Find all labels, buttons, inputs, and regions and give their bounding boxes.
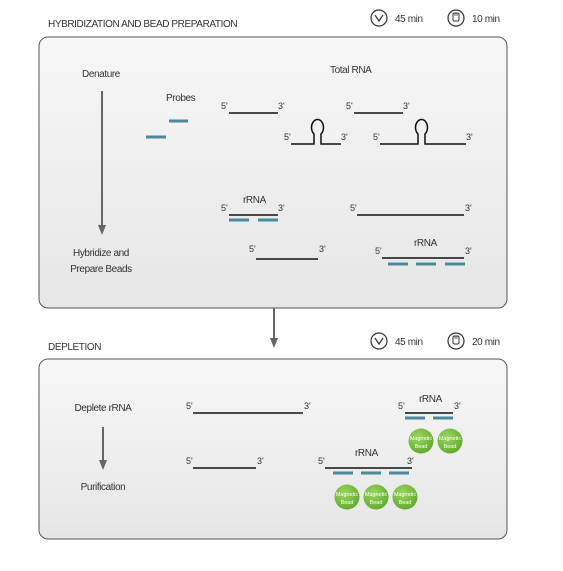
five-prime-label: 5' xyxy=(350,203,357,213)
three-prime-label: 3' xyxy=(278,101,285,111)
step-purification: Purification xyxy=(81,482,126,493)
five-prime-label: 5' xyxy=(284,132,291,142)
three-prime-label: 3' xyxy=(341,132,348,142)
three-prime-label: 3' xyxy=(257,456,264,466)
section-title-hybridization: HYBRIDIZATION AND BEAD PREPARATION xyxy=(48,19,237,30)
step-hybridize-line1: Hybridize and xyxy=(73,248,129,259)
probes-label: Probes xyxy=(166,93,196,104)
three-prime-label: 3' xyxy=(465,203,472,213)
five-prime-label: 5' xyxy=(221,203,228,213)
magnetic-bead: Magnetic Bead xyxy=(408,428,434,454)
rna-stem-loop xyxy=(291,118,341,145)
five-prime-label: 5' xyxy=(318,456,325,466)
clock-icon-45 xyxy=(370,9,388,27)
rrna-label: rRNA xyxy=(419,394,443,405)
three-prime-label: 3' xyxy=(407,456,414,466)
section-title-depletion: DEPLETION xyxy=(48,342,101,353)
rrna-label: rRNA xyxy=(243,195,267,206)
bead-label-line2: Bead xyxy=(341,500,354,506)
five-prime-label: 5' xyxy=(186,401,193,411)
five-prime-label: 5' xyxy=(373,132,380,142)
magnetic-bead: Magnetic Bead xyxy=(334,484,360,510)
bead-label-line2: Bead xyxy=(399,500,412,506)
three-prime-label: 3' xyxy=(304,401,311,411)
bead-label-line1: Magnetic xyxy=(336,492,359,498)
bead-label-line1: Magnetic xyxy=(365,492,388,498)
panel-connector-arrow xyxy=(270,308,278,348)
five-prime-label: 5' xyxy=(375,246,382,256)
hand-icon xyxy=(447,332,465,350)
clock-icon-45 xyxy=(370,332,388,350)
five-prime-label: 5' xyxy=(398,401,405,411)
three-prime-label: 3' xyxy=(454,401,461,411)
time-label-10min: 10 min xyxy=(472,14,500,25)
five-prime-label: 5' xyxy=(186,456,193,466)
time-label-45min: 45 min xyxy=(395,337,423,348)
time-label-20min: 20 min xyxy=(472,337,500,348)
time-label-45min: 45 min xyxy=(395,14,423,25)
rna-stem-loop xyxy=(380,118,466,145)
magnetic-bead: Magnetic Bead xyxy=(437,428,463,454)
hand-icon xyxy=(447,9,465,27)
rrna-label: rRNA xyxy=(355,448,379,459)
bead-label-line2: Bead xyxy=(415,444,428,450)
total-rna-label: Total RNA xyxy=(330,65,372,76)
bead-label-line1: Magnetic xyxy=(439,436,462,442)
step-hybridize-line2: Prepare Beads xyxy=(70,264,132,275)
magnetic-bead: Magnetic Bead xyxy=(392,484,418,510)
step-arrow-2 xyxy=(99,427,107,470)
three-prime-label: 3' xyxy=(466,132,473,142)
five-prime-label: 5' xyxy=(249,244,256,254)
bead-label-line1: Magnetic xyxy=(410,436,433,442)
five-prime-label: 5' xyxy=(346,101,353,111)
three-prime-label: 3' xyxy=(465,246,472,256)
three-prime-label: 3' xyxy=(403,101,410,111)
step-deplete-rrna: Deplete rRNA xyxy=(75,403,133,414)
step-arrow-1 xyxy=(98,91,106,235)
step-denature: Denature xyxy=(82,69,121,80)
bead-label-line1: Magnetic xyxy=(394,492,417,498)
depletion-panel xyxy=(38,358,508,540)
three-prime-label: 3' xyxy=(278,203,285,213)
rrna-label: rRNA xyxy=(414,238,438,249)
bead-label-line2: Bead xyxy=(370,500,383,506)
five-prime-label: 5' xyxy=(221,101,228,111)
bead-label-line2: Bead xyxy=(444,444,457,450)
three-prime-label: 3' xyxy=(319,244,326,254)
magnetic-bead: Magnetic Bead xyxy=(363,484,389,510)
